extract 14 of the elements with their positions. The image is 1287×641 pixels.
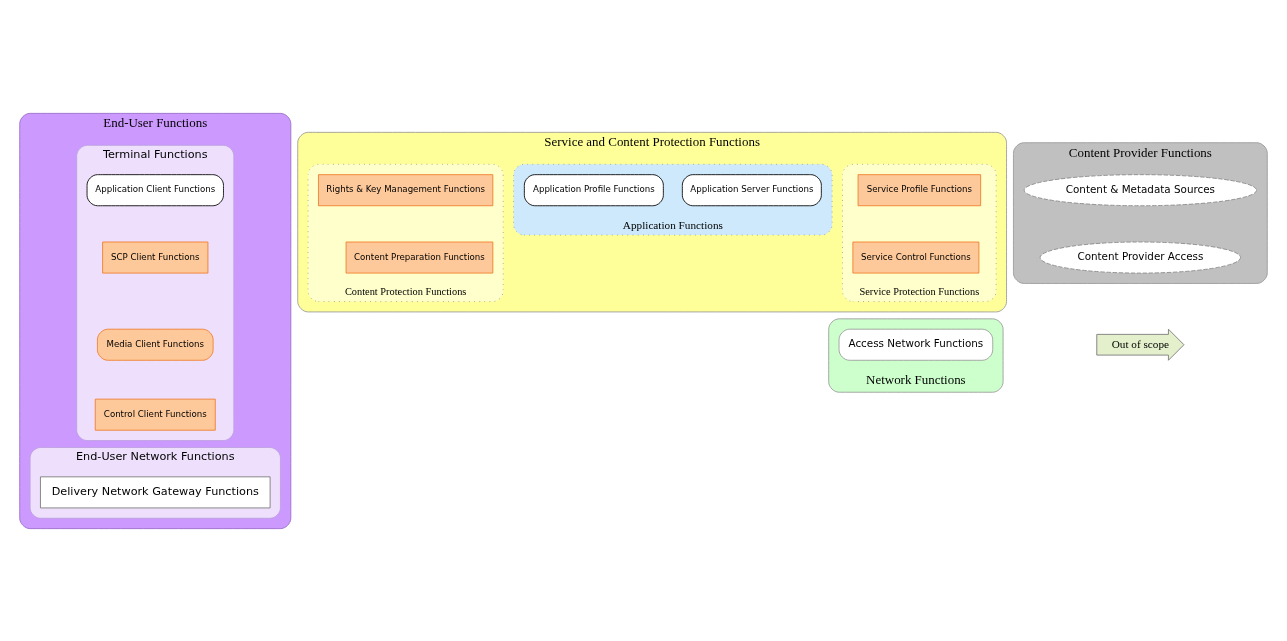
node-box: Application Profile Functions — [523, 173, 664, 206]
node-box: Control Client Functions — [94, 398, 216, 431]
node-box: Media Client Functions — [97, 328, 214, 361]
node-box: SCP Client Functions — [102, 241, 209, 273]
node-box: Service Control Functions — [852, 241, 980, 273]
node-box: Delivery Network Gateway Functions — [40, 475, 271, 508]
node-ellipse: Content & Metadata Sources — [1023, 173, 1257, 206]
node-box: Access Network Functions — [838, 328, 994, 361]
node-box: Content Preparation Functions — [345, 241, 494, 273]
node-box: Application Server Functions — [681, 173, 822, 206]
node-ellipse: Content Provider Access — [1039, 241, 1242, 273]
node-box: Application Client Functions — [86, 173, 224, 206]
node-box: Service Profile Functions — [857, 173, 982, 206]
node-box: Rights & Key Management Functions — [318, 173, 494, 206]
